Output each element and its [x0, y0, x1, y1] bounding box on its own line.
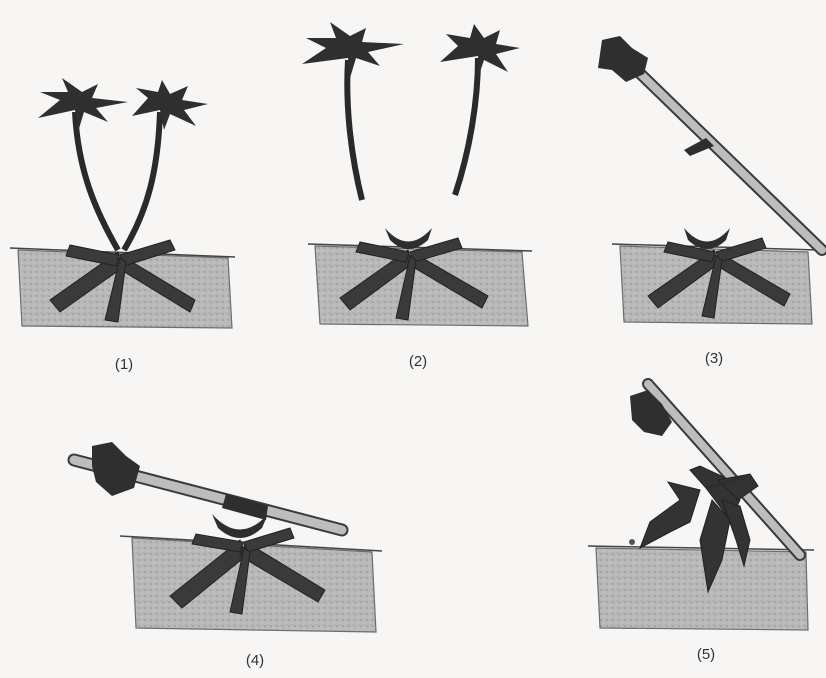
- stem-right: [455, 58, 478, 195]
- caption-step-1: (1): [115, 356, 133, 373]
- leaf-crown-right: [440, 24, 520, 78]
- panel-3: [598, 36, 822, 324]
- caption-step-3: (3): [705, 350, 723, 367]
- panel-2: [302, 22, 532, 326]
- stem-left: [75, 112, 118, 250]
- caption-step-2: (2): [409, 353, 427, 370]
- panel-1: [10, 78, 235, 328]
- panel-5: [588, 384, 814, 630]
- leaf-crown-left: [38, 78, 128, 132]
- leaf-crown-right: [132, 80, 208, 130]
- soil-block: [596, 548, 808, 630]
- leaf-crown-left: [302, 22, 404, 78]
- stem-right: [124, 112, 160, 250]
- planting-tool: [598, 36, 822, 250]
- stem-left: [347, 60, 362, 200]
- tool-head: [598, 36, 648, 82]
- caption-step-5: (5): [697, 646, 715, 663]
- tool-head: [92, 442, 140, 496]
- planting-tool: [74, 442, 342, 530]
- caption-step-4: (4): [246, 652, 264, 669]
- seed-marker: [629, 539, 635, 545]
- panel-4: [74, 442, 382, 632]
- cut-stump: [385, 228, 432, 249]
